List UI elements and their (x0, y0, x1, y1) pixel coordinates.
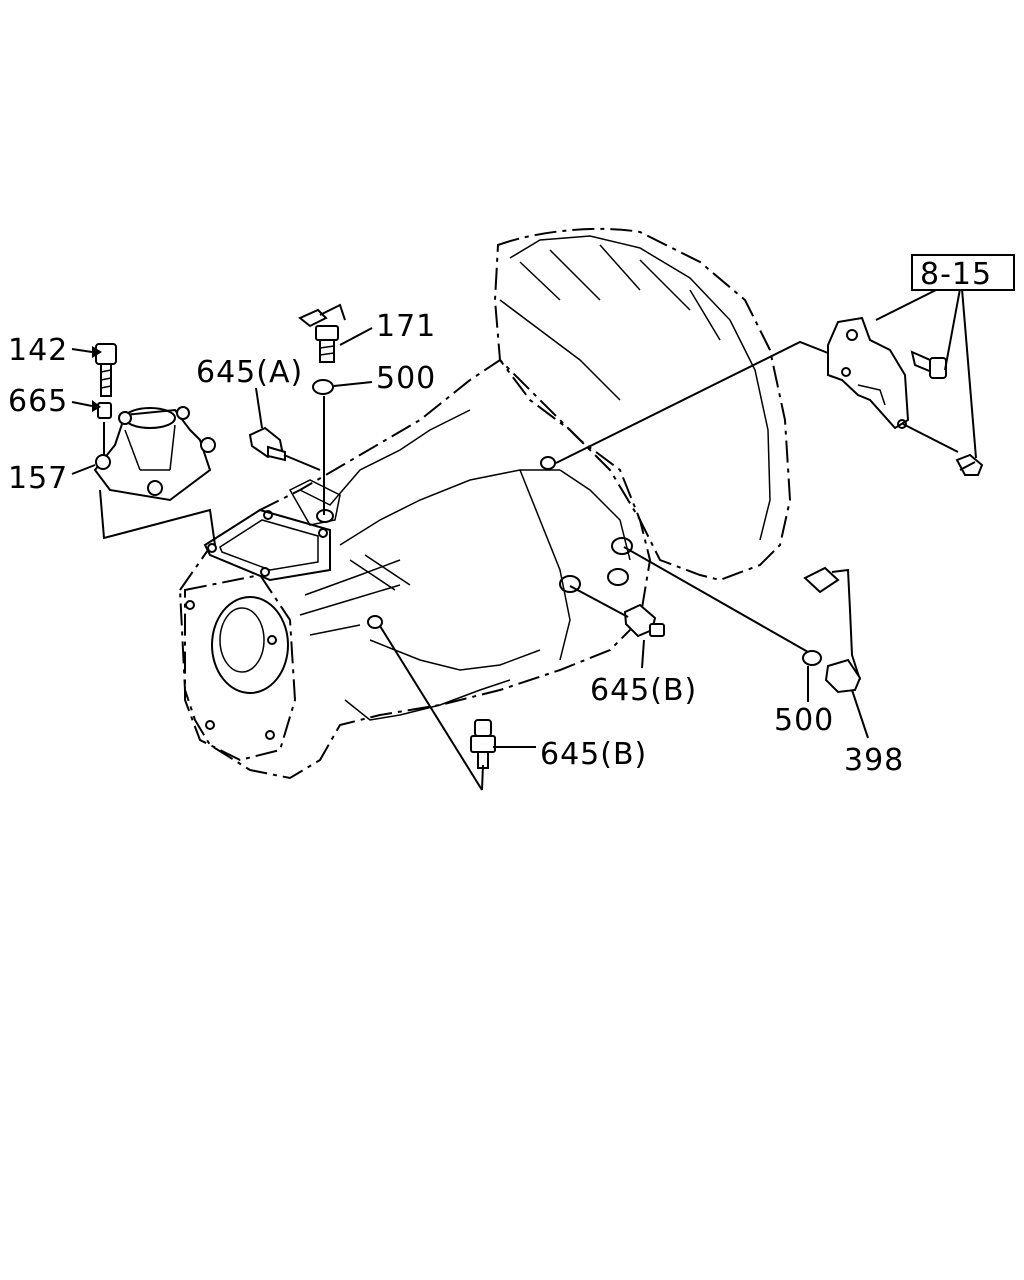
washer-500-right (802, 650, 822, 666)
label-8-15: 8-15 (920, 257, 992, 292)
switch-171 (298, 303, 346, 363)
bracket-8-15 (827, 316, 910, 430)
washer-500-top (312, 379, 334, 395)
label-171: 171 (376, 309, 436, 344)
label-157: 157 (8, 461, 68, 496)
shift-tower-157 (93, 406, 216, 502)
label-398: 398 (844, 743, 904, 778)
label-500-top: 500 (376, 361, 436, 396)
label-645a: 645(A) (196, 355, 303, 390)
transmission-housing (178, 227, 792, 780)
label-665: 665 (8, 384, 68, 419)
sleeve-665 (97, 402, 112, 419)
plug-645b-bottom (470, 719, 496, 769)
label-645b-mid: 645(B) (590, 673, 697, 708)
bolt-8-15 (910, 350, 947, 379)
plug-645b-mid (623, 603, 665, 638)
reference-box-8-15 (911, 254, 1015, 291)
sensor-398 (803, 566, 862, 694)
clip-8-15 (955, 453, 984, 476)
label-645b-bottom: 645(B) (540, 737, 647, 772)
label-142: 142 (8, 333, 68, 368)
leader-lines (71, 288, 977, 791)
label-500-right: 500 (774, 703, 834, 738)
plug-645a (248, 426, 286, 462)
